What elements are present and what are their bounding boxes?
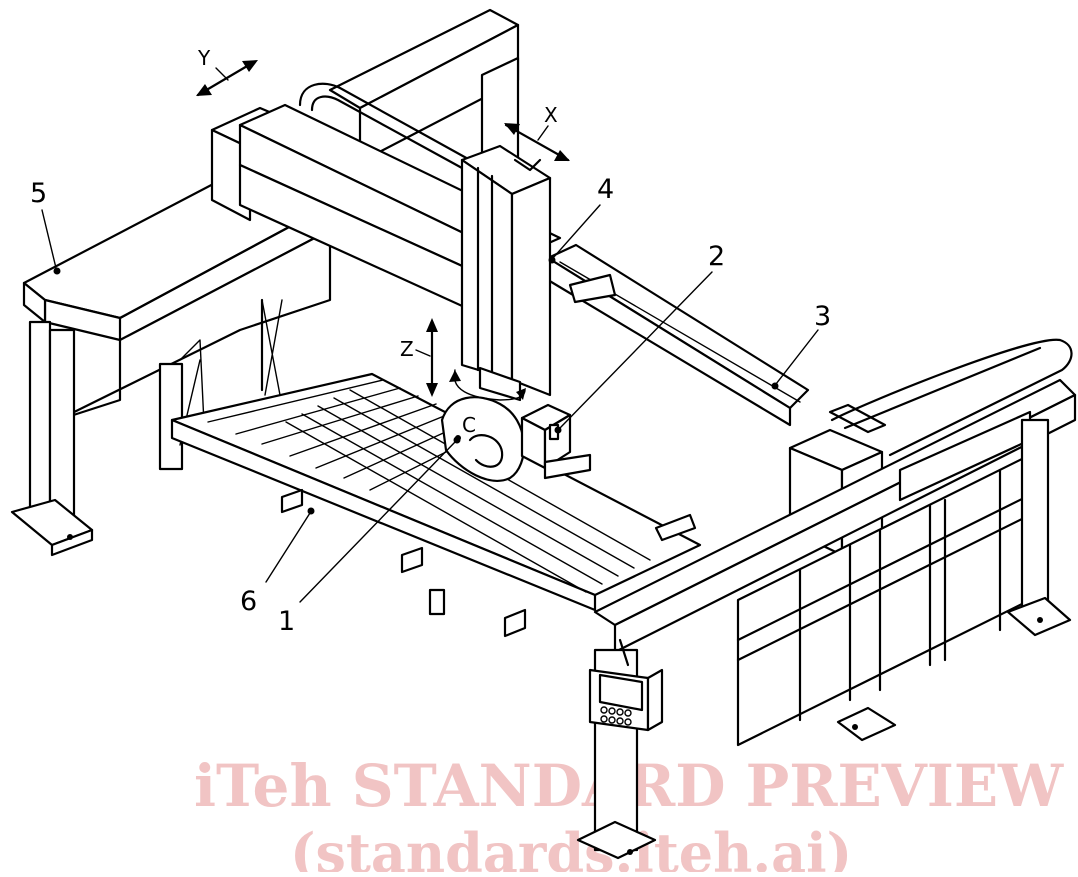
cutting-blade (440, 396, 526, 482)
y-axis-label: Y (197, 46, 211, 70)
callout-labels: 5 4 2 3 6 1 (30, 174, 831, 637)
callout-2: 2 (708, 241, 725, 272)
x-axis-arrow: X (504, 103, 570, 162)
x-axis-label: X (544, 103, 558, 127)
control-panel-buttons (600, 706, 632, 726)
c-axis-label: C (462, 413, 476, 437)
control-panel-screen (598, 673, 644, 712)
left-legs (10, 298, 283, 557)
callout-1: 1 (278, 606, 295, 637)
z-axis-arrow: Z (400, 318, 438, 397)
callout-leaders (41, 204, 819, 603)
front-frame (593, 338, 1077, 654)
blade-motor (520, 403, 592, 480)
control-panel (588, 638, 664, 732)
callout-3: 3 (814, 301, 831, 332)
cable-chain-top (298, 82, 472, 170)
watermark-line-2: (standards.iteh.ai) (290, 821, 852, 872)
z-axis-label: Z (400, 337, 414, 361)
y-axis-arrow: Y (196, 46, 258, 97)
head-column (460, 144, 552, 402)
callout-4: 4 (597, 174, 614, 205)
c-axis-arrow: C (449, 369, 526, 437)
right-rail (546, 243, 810, 427)
frame-bays (576, 418, 1072, 860)
callout-6: 6 (240, 586, 257, 617)
callout-5: 5 (30, 178, 47, 209)
